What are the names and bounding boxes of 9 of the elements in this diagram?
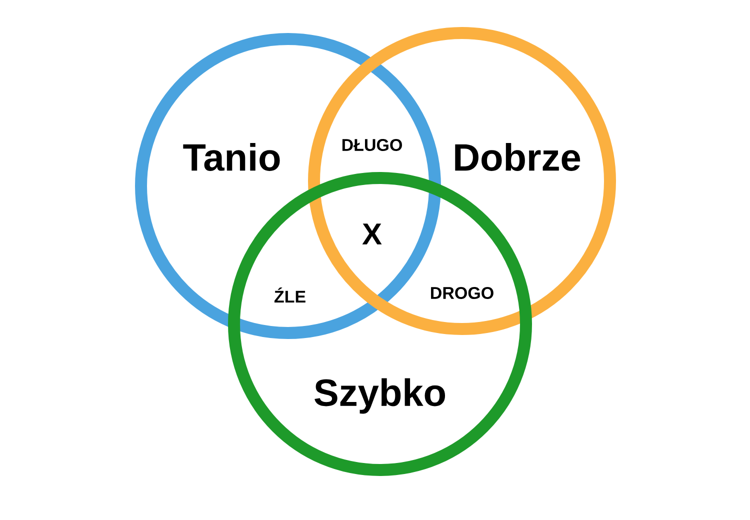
- circle-label: Szybko: [314, 378, 446, 414]
- circle-label: Dobrze: [455, 143, 580, 171]
- venn-circle: [228, 172, 532, 476]
- venn-circle: [308, 27, 616, 335]
- overlap-label: DROGO: [431, 286, 494, 300]
- overlap-label: DŁUGO: [342, 138, 402, 152]
- circle-label: Tanio: [183, 143, 280, 171]
- overlap-label: X: [362, 224, 382, 244]
- overlap-label: ŹLE: [274, 287, 306, 303]
